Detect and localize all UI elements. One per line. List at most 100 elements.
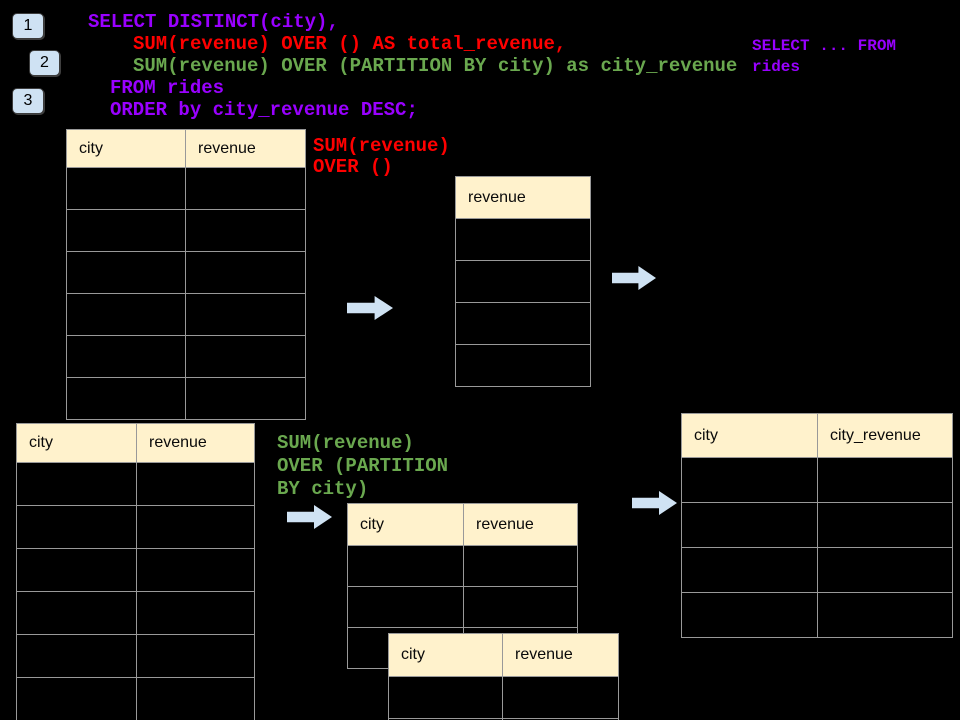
sql-line-from: FROM rides — [110, 77, 225, 99]
annotation-sum-over-partition: SUM(revenue) OVER (PARTITION BY city) — [277, 432, 449, 500]
table-row — [347, 586, 578, 628]
table-cell-empty — [455, 218, 591, 261]
column-header-city: city — [16, 423, 137, 463]
table-row — [455, 344, 591, 387]
table-row — [66, 293, 306, 336]
table-cell-empty — [681, 592, 818, 638]
table-cell-empty — [681, 547, 818, 593]
table-row — [681, 592, 953, 638]
table-partition-front: city revenue — [388, 633, 619, 720]
column-header-revenue: revenue — [136, 423, 255, 463]
table-cell-empty — [681, 457, 818, 503]
step-badge-3-label: 3 — [23, 92, 33, 109]
table-row — [681, 547, 953, 593]
table-cell-empty — [136, 462, 255, 506]
table-row — [455, 218, 591, 261]
table-row — [455, 260, 591, 303]
table-row — [66, 209, 306, 252]
table-cell-empty — [66, 377, 186, 420]
table-cell-empty — [463, 545, 578, 587]
table-row — [66, 251, 306, 294]
table-cell-empty — [502, 676, 619, 719]
right-arrow-icon — [287, 505, 332, 529]
column-header-city: city — [347, 503, 464, 546]
table-cell-empty — [455, 302, 591, 345]
table-cell-empty — [347, 545, 464, 587]
table-cell-empty — [455, 344, 591, 387]
table-cell-empty — [817, 502, 953, 548]
table-row — [681, 502, 953, 548]
sql-line-total-revenue: SUM(revenue) OVER () AS total_revenue, — [133, 33, 567, 55]
table-cell-empty — [817, 547, 953, 593]
table-row — [16, 548, 255, 592]
table-row — [388, 718, 619, 720]
table-cell-empty — [136, 548, 255, 592]
table-cell-empty — [16, 462, 137, 506]
column-header-city: city — [66, 129, 186, 168]
table-header-row: city city_revenue — [681, 413, 953, 458]
column-header-city-revenue: city_revenue — [817, 413, 953, 458]
table-row — [455, 302, 591, 345]
column-header-revenue: revenue — [185, 129, 306, 168]
step-badge-2-label: 2 — [40, 54, 49, 71]
table-row — [66, 335, 306, 378]
table-cell-empty — [185, 335, 306, 378]
table-cell-empty — [66, 209, 186, 252]
table-cell-empty — [136, 505, 255, 549]
table-cell-empty — [136, 677, 255, 720]
step-badge-1-label: 1 — [23, 17, 33, 34]
table-cell-empty — [66, 167, 186, 210]
table-row — [388, 676, 619, 719]
table-header-row: city revenue — [388, 633, 619, 677]
step-badge-2: 2 — [29, 50, 60, 76]
table-header-row: revenue — [455, 176, 591, 219]
table-row — [347, 545, 578, 587]
table-header-row: city revenue — [16, 423, 255, 463]
table-cell-empty — [136, 591, 255, 635]
table-row — [16, 634, 255, 678]
table-cell-empty — [681, 502, 818, 548]
table-cell-empty — [16, 505, 137, 549]
sql-line-city-revenue: SUM(revenue) OVER (PARTITION BY city) as… — [133, 55, 738, 77]
table-cell-empty — [502, 718, 619, 720]
table-row — [66, 167, 306, 210]
column-header-city: city — [388, 633, 503, 677]
table-row — [16, 462, 255, 506]
table-row — [16, 505, 255, 549]
table-cell-empty — [66, 251, 186, 294]
table-cell-empty — [388, 676, 503, 719]
table-cell-empty — [136, 634, 255, 678]
right-arrow-icon — [612, 266, 656, 290]
table-cell-empty — [185, 209, 306, 252]
column-header-city: city — [681, 413, 818, 458]
table-source-bottom: city revenue — [16, 423, 255, 720]
right-arrow-icon — [347, 296, 393, 320]
column-header-revenue: revenue — [463, 503, 578, 546]
table-cell-empty — [347, 586, 464, 628]
table-cell-empty — [185, 167, 306, 210]
table-row — [66, 377, 306, 420]
right-arrow-icon — [632, 491, 677, 515]
column-header-revenue: revenue — [455, 176, 591, 219]
table-cell-empty — [66, 335, 186, 378]
side-note-select-from-rides: SELECT ... FROM rides — [752, 37, 897, 76]
table-cell-empty — [185, 293, 306, 336]
table-header-row: city revenue — [66, 129, 306, 168]
table-cell-empty — [16, 677, 137, 720]
sql-line-select: SELECT DISTINCT(city), — [88, 11, 339, 33]
table-cell-empty — [185, 377, 306, 420]
annotation-sum-over-total: SUM(revenue) OVER () — [313, 135, 450, 178]
table-cell-empty — [16, 634, 137, 678]
table-revenue-only: revenue — [455, 176, 591, 387]
table-source-top: city revenue — [66, 129, 306, 420]
table-cell-empty — [817, 457, 953, 503]
table-cell-empty — [817, 592, 953, 638]
table-header-row: city revenue — [347, 503, 578, 546]
column-header-revenue: revenue — [502, 633, 619, 677]
table-row — [16, 591, 255, 635]
table-row — [681, 457, 953, 503]
table-cell-empty — [185, 251, 306, 294]
table-city-revenue-result: city city_revenue — [681, 413, 953, 638]
step-badge-3: 3 — [12, 88, 44, 114]
